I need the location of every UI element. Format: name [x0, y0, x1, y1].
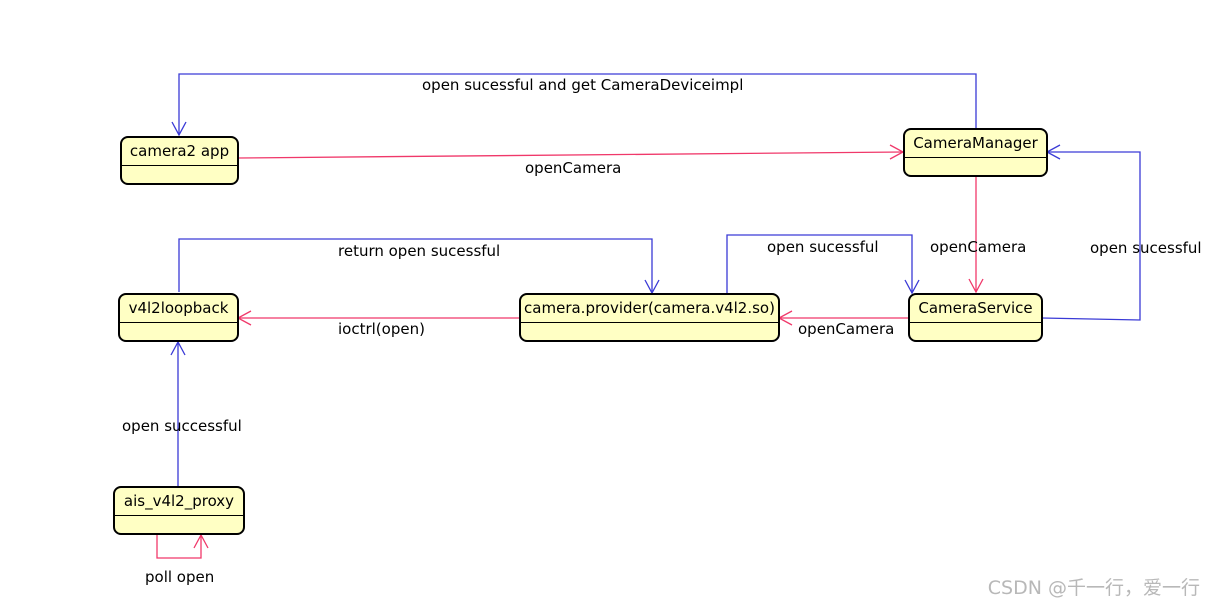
edge-manager-to-app: [178, 73, 977, 135]
node-divider: [910, 322, 1041, 323]
edge-loopback-to-provider: [178, 238, 653, 293]
node-ais-v4l2-proxy: ais_v4l2_proxy: [113, 486, 245, 535]
node-camera-provider: camera.provider(camera.v4l2.so): [519, 293, 780, 342]
arrowhead-manager-to-service: [968, 278, 984, 294]
node-camera2-app-label: camera2 app: [129, 142, 230, 160]
node-divider: [122, 165, 237, 166]
node-camera-manager-label: CameraManager: [913, 134, 1038, 152]
node-camera-provider-label: camera.provider(camera.v4l2.so): [524, 299, 775, 317]
edge-label-provider-to-service: open sucessful: [767, 238, 879, 256]
edge-label-manager-to-service: openCamera: [930, 238, 1027, 256]
edge-provider-to-service: [726, 234, 913, 293]
edge-app-to-manager: [237, 151, 904, 159]
node-v4l2loopback-label: v4l2loopback: [128, 299, 229, 317]
edge-label-loopback-to-provider: return open sucessful: [338, 242, 501, 260]
node-divider: [521, 322, 778, 323]
arrowhead-manager-to-app: [171, 121, 187, 137]
edge-label-service-to-provider: openCamera: [798, 320, 895, 338]
node-camera-service: CameraService: [908, 293, 1043, 342]
node-divider: [120, 322, 237, 323]
edge-label-manager-to-app: open sucessful and get CameraDeviceimpl: [422, 76, 744, 94]
edge-label-service-to-manager: open sucessful: [1090, 239, 1202, 257]
node-divider: [905, 157, 1046, 158]
edge-proxy-self-loop: [156, 535, 202, 559]
node-ais-v4l2-proxy-label: ais_v4l2_proxy: [123, 492, 235, 510]
node-camera2-app: camera2 app: [120, 136, 239, 185]
node-camera-service-label: CameraService: [918, 299, 1033, 317]
edge-label-provider-to-loopback: ioctrl(open): [338, 320, 425, 338]
arrowhead-proxy-to-loopback: [170, 340, 186, 356]
node-v4l2loopback: v4l2loopback: [118, 293, 239, 342]
arrowhead-proxy-self-loop: [193, 533, 209, 549]
edge-label-proxy-self-loop: poll open: [145, 568, 215, 586]
node-camera-manager: CameraManager: [903, 128, 1048, 177]
edge-service-to-manager: [1041, 151, 1141, 321]
edge-label-proxy-to-loopback: open successful: [122, 417, 242, 435]
edge-label-app-to-manager: openCamera: [525, 159, 622, 177]
watermark: CSDN @千一行，爱一行: [987, 577, 1200, 599]
node-divider: [115, 515, 243, 516]
